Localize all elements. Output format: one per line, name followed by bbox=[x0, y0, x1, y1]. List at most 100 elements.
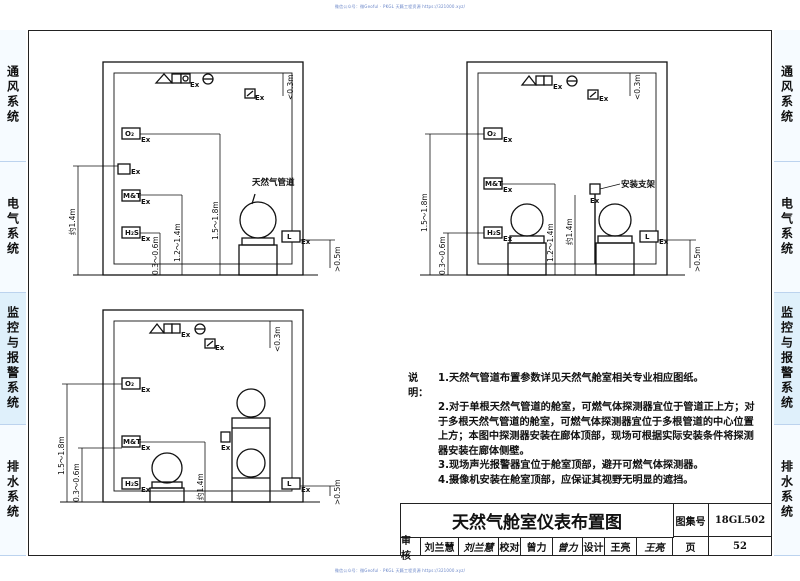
note-item: 3.现场声光报警器宜位于舱室顶部，避开可燃气体探测器。 bbox=[438, 460, 704, 471]
ex-label: Ex bbox=[301, 486, 311, 494]
bracket-label: 安装支架 bbox=[621, 179, 656, 190]
gas-pipe-label: 天然气管道 bbox=[252, 177, 295, 188]
mt-label: M&T bbox=[123, 192, 141, 200]
check-name: 曾力 bbox=[521, 537, 553, 556]
side-tab-ventilation[interactable]: 通风系统 bbox=[0, 30, 26, 162]
design-name: 王亮 bbox=[605, 537, 637, 556]
dim-1518: 1.5～1.8m bbox=[420, 193, 429, 232]
atlas-label: 图集号 bbox=[673, 504, 709, 537]
chamber-inner bbox=[113, 72, 293, 265]
note-item: 2.对于单根天然气管道的舱室，可燃气体探测器宜位于管道正上方；对于多根天然气管道… bbox=[438, 402, 755, 457]
o2-label: O₂ bbox=[125, 380, 134, 388]
ex-label: Ex bbox=[221, 444, 231, 452]
mt-sensor bbox=[121, 189, 141, 202]
side-tab-drainage[interactable]: 排水系统 bbox=[0, 424, 26, 556]
title-block: 天然气舱室仪表布置图 图集号 18GL502 审核 刘兰慧 刘兰慧 校对 曾力 … bbox=[400, 503, 772, 562]
o2-sensor bbox=[483, 127, 503, 140]
h2s-sensor bbox=[121, 226, 141, 239]
camera-icon bbox=[220, 431, 231, 443]
ex-label: Ex bbox=[590, 197, 600, 205]
diagram-single-pipe bbox=[73, 61, 335, 276]
dim-05: >0.5m bbox=[333, 479, 342, 505]
chamber-inner bbox=[477, 72, 657, 265]
bottom-watermark: 微信公众号：微Geoful · PKGL 天籁工程资源 https://3210… bbox=[334, 568, 466, 573]
l-label: L bbox=[287, 480, 292, 488]
dim-14: 约1.4m bbox=[67, 208, 77, 235]
design-signature: 王亮 bbox=[637, 537, 673, 556]
ex-label: Ex bbox=[255, 94, 265, 102]
note-row: 3.现场声光报警器宜位于舱室顶部，避开可燃气体探测器。 bbox=[408, 459, 758, 474]
dim-14: 约1.4m bbox=[195, 473, 205, 500]
side-tab-electrical[interactable]: 电气系统 bbox=[774, 161, 800, 293]
level-sensor bbox=[281, 230, 301, 243]
gas-pipe-upper bbox=[236, 388, 266, 418]
mt-label: M&T bbox=[485, 180, 503, 188]
ex-label: Ex bbox=[553, 83, 563, 91]
check-label: 校对 bbox=[499, 537, 521, 556]
drawing-title: 天然气舱室仪表布置图 bbox=[401, 504, 674, 538]
o2-sensor bbox=[121, 377, 141, 390]
ex-label: Ex bbox=[301, 238, 311, 246]
side-tab-ventilation[interactable]: 通风系统 bbox=[774, 30, 800, 162]
notes-label: 说明： bbox=[408, 373, 429, 399]
note-row: 4.摄像机安装在舱室顶部，应保证其视野无明显的遮挡。 bbox=[408, 474, 758, 489]
dim-top: <0.3m bbox=[633, 74, 642, 100]
ex-label: Ex bbox=[599, 95, 609, 103]
pipe-support bbox=[238, 244, 278, 276]
ex-label: Ex bbox=[181, 331, 191, 339]
ex-label: Ex bbox=[141, 486, 151, 494]
dim-top: <0.3m bbox=[273, 326, 282, 352]
chamber-inner bbox=[113, 320, 293, 492]
diagram-multi-pipe bbox=[60, 309, 335, 503]
dim-top: <0.3m bbox=[286, 74, 295, 100]
ex-label: Ex bbox=[190, 81, 200, 89]
ex-label: Ex bbox=[503, 186, 513, 194]
alarm-camera-group bbox=[148, 322, 206, 335]
camera-icon bbox=[117, 163, 131, 175]
ex-label: Ex bbox=[141, 386, 151, 394]
side-tab-monitoring[interactable]: 监控与报警系统 bbox=[774, 293, 800, 425]
level-sensor bbox=[639, 230, 659, 243]
gas-pipe-lower bbox=[236, 448, 266, 478]
review-name: 刘兰慧 bbox=[421, 537, 459, 556]
level-sensor bbox=[281, 477, 301, 490]
note-item: 4.摄像机安装在舱室顶部，应保证其视野无明显的遮挡。 bbox=[438, 474, 694, 486]
check-signature: 曾力 bbox=[553, 537, 583, 556]
gas-pipe-right bbox=[598, 203, 632, 237]
ex-label: Ex bbox=[141, 444, 151, 452]
side-tab-electrical[interactable]: 电气系统 bbox=[0, 161, 26, 293]
review-signature: 刘兰慧 bbox=[459, 537, 499, 556]
page-number: 52 bbox=[733, 541, 747, 552]
page-label: 页 bbox=[673, 537, 709, 556]
dim-05: >0.5m bbox=[333, 246, 342, 272]
notes-section: 说明： 1.天然气管道布置参数详见天然气舱室相关专业相应图纸。 2.对于单根天然… bbox=[408, 372, 758, 488]
h2s-label: H₂S bbox=[125, 480, 139, 488]
right-side-nav: 通风系统 电气系统 监控与报警系统 排水系统 bbox=[774, 30, 800, 556]
note-row: 2.对于单根天然气管道的舱室，可燃气体探测器宜位于管道正上方；对于多根天然气管道… bbox=[408, 401, 758, 459]
mt-sensor bbox=[483, 177, 503, 190]
o2-label: O₂ bbox=[487, 130, 496, 138]
h2s-label: H₂S bbox=[487, 229, 501, 237]
ex-label: Ex bbox=[141, 235, 151, 243]
ex-label: Ex bbox=[141, 198, 151, 206]
gas-pipe bbox=[239, 201, 277, 239]
design-label: 设计 bbox=[583, 537, 605, 556]
side-tab-drainage[interactable]: 排水系统 bbox=[774, 424, 800, 556]
dim-14: 约1.4m bbox=[564, 218, 574, 245]
left-side-nav: 通风系统 电气系统 监控与报警系统 排水系统 bbox=[0, 30, 26, 556]
h2s-sensor bbox=[483, 226, 503, 239]
ex-label: Ex bbox=[659, 238, 669, 246]
ex-label: Ex bbox=[131, 168, 141, 176]
gas-pipe-left bbox=[510, 203, 544, 237]
dim-1518: 1.5～1.8m bbox=[57, 436, 66, 475]
mt-label: M&T bbox=[123, 438, 141, 446]
h2s-sensor bbox=[121, 477, 141, 490]
alarm-camera-group bbox=[520, 74, 578, 87]
side-tab-monitoring[interactable]: 监控与报警系统 bbox=[0, 293, 26, 425]
dim-1518: 1.5～1.8m bbox=[211, 201, 220, 240]
atlas-number: 18GL502 bbox=[709, 504, 771, 537]
o2-label: O₂ bbox=[125, 130, 134, 138]
ex-label: Ex bbox=[215, 344, 225, 352]
diagram-pipe-with-bracket bbox=[420, 61, 696, 276]
note-row: 说明： 1.天然气管道布置参数详见天然气舱室相关专业相应图纸。 bbox=[408, 372, 758, 401]
